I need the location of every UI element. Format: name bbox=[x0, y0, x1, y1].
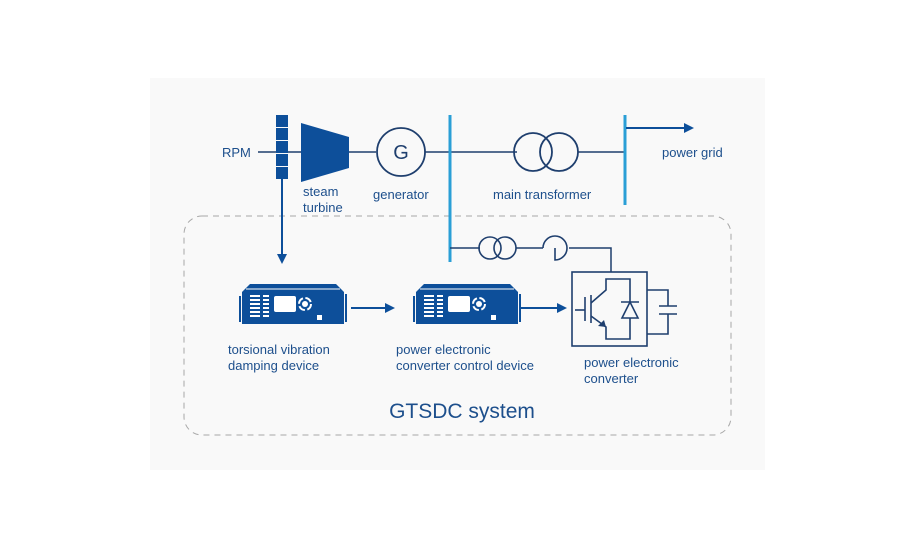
gtsdc-system-boundary bbox=[183, 215, 732, 436]
converter-control-device-icon bbox=[413, 283, 521, 325]
power-grid-label: power grid bbox=[662, 145, 723, 160]
rpm-label: RPM bbox=[222, 145, 251, 160]
power-electronic-converter-icon bbox=[571, 271, 677, 347]
converter-label-2: converter bbox=[584, 371, 639, 386]
damping-device-label-2: damping device bbox=[228, 358, 319, 373]
main-transformer-label: main transformer bbox=[493, 187, 592, 202]
steam-turbine-label-1: steam bbox=[303, 184, 338, 199]
control-device-label-1: power electronic bbox=[396, 342, 491, 357]
steam-turbine-icon bbox=[301, 123, 349, 182]
converter-feed-line bbox=[569, 247, 612, 272]
control-device-label-2: converter control device bbox=[396, 358, 534, 373]
diagram-background bbox=[150, 78, 765, 470]
reactor-icon bbox=[542, 235, 568, 261]
torsional-vibration-damping-device-icon bbox=[239, 283, 347, 325]
generator-label: generator bbox=[373, 187, 429, 202]
gtsdc-system-title: GTSDC system bbox=[389, 400, 535, 423]
main-transformer-icon bbox=[513, 132, 579, 172]
igbt-emitter-arrow bbox=[598, 320, 606, 327]
converter-transformer-icon bbox=[478, 236, 517, 260]
generator-symbol: G bbox=[393, 142, 409, 164]
speed-sensor-icon bbox=[276, 115, 288, 179]
converter-label-1: power electronic bbox=[584, 355, 679, 370]
damping-device-label-1: torsional vibration bbox=[228, 342, 330, 357]
steam-turbine-label-2: turbine bbox=[303, 200, 343, 215]
